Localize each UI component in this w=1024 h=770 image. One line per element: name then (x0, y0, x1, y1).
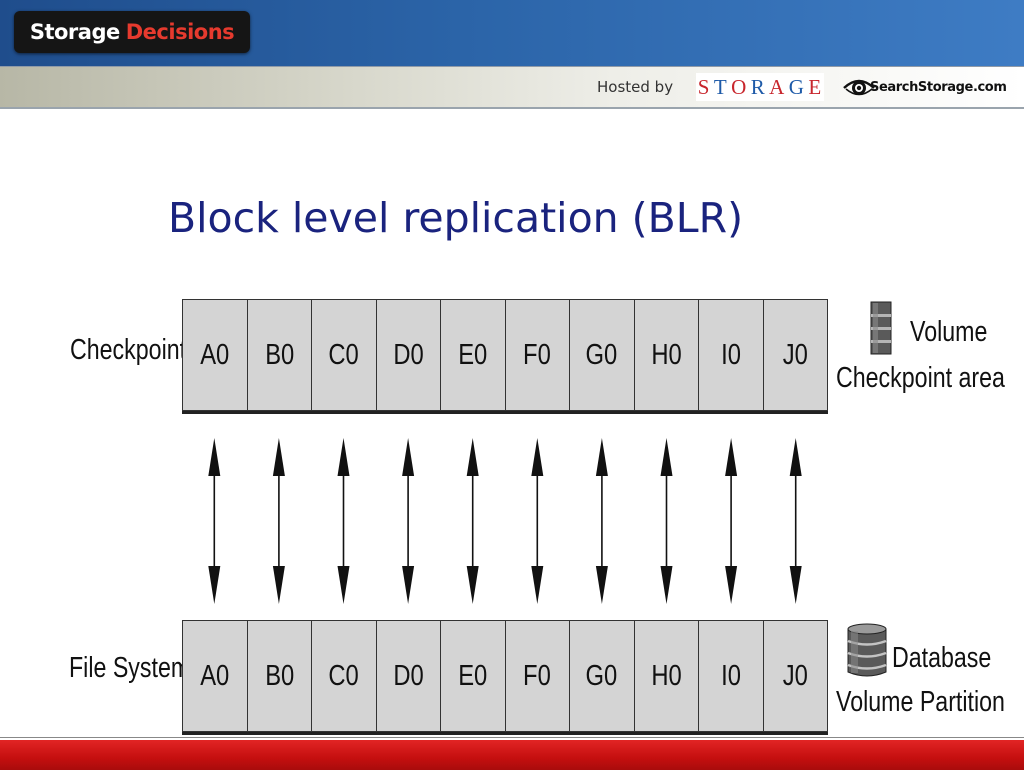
brand-word-storage: Storage (29, 20, 120, 44)
file-system-block: B0 (248, 621, 312, 731)
file-system-blocks-row: A0 B0 C0 D0 E0 F0 G0 H0 I0 J0 (182, 620, 828, 732)
file-system-label: File System (69, 652, 191, 684)
checkpoint-block: B0 (248, 300, 312, 410)
replication-arrow (466, 438, 479, 604)
storage-letter: R (750, 74, 766, 99)
database-icon (847, 623, 887, 677)
database-legend-line2: Volume Partition (836, 686, 1005, 718)
searchstorage-logo: SearchStorage.com (842, 72, 1007, 102)
replication-arrow (595, 438, 608, 604)
volume-legend-line2: Checkpoint area (836, 362, 1005, 394)
file-system-block: G0 (570, 621, 635, 731)
checkpoint-block: H0 (635, 300, 699, 410)
replication-arrow (660, 438, 673, 604)
storage-letter: A (769, 74, 786, 99)
header-bar: Storage Decisions (0, 0, 1024, 66)
replication-arrow (402, 438, 415, 604)
footer-bar (0, 738, 1024, 770)
hosted-by-text: Hosted by (597, 78, 674, 96)
checkpoint-block: C0 (312, 300, 377, 410)
file-system-block: E0 (441, 621, 506, 731)
storage-letter: G (788, 74, 805, 99)
replication-arrows (208, 438, 802, 604)
file-system-block: D0 (377, 621, 441, 731)
checkpoint-block: D0 (377, 300, 441, 410)
checkpoint-block: J0 (782, 338, 808, 371)
storage-decisions-logo: Storage Decisions (14, 11, 250, 53)
file-system-block: J0 (782, 659, 808, 692)
checkpoint-label: Checkpoint (70, 334, 187, 366)
replication-arrow (531, 438, 544, 604)
slide-title: Block level replication (BLR) (168, 194, 744, 242)
replication-arrow (208, 438, 221, 604)
checkpoint-block: F0 (506, 300, 570, 410)
checkpoint-block: I0 (699, 300, 764, 410)
file-system-block: H0 (635, 621, 699, 731)
volume-icon (870, 301, 892, 355)
checkpoint-block: A0 (183, 300, 248, 410)
file-system-block: F0 (506, 621, 570, 731)
brand-word-decisions: Decisions (125, 20, 235, 44)
storage-letter: T (713, 74, 728, 99)
hosted-by-bar: Hosted by S T O R A G E SearchStorage.co… (0, 66, 1024, 109)
file-system-block: I0 (699, 621, 764, 731)
storage-letter: E (808, 74, 823, 99)
storage-letter: O (731, 74, 748, 99)
storage-magazine-logo: S T O R A G E (696, 73, 824, 101)
file-system-block: C0 (312, 621, 377, 731)
searchstorage-text: SearchStorage.com (870, 79, 1007, 95)
checkpoint-block: G0 (570, 300, 635, 410)
eye-icon (843, 79, 875, 96)
file-system-block: A0 (183, 621, 248, 731)
storage-letter: S (697, 74, 711, 99)
database-legend-line1: Database (892, 642, 992, 674)
replication-arrow (789, 438, 802, 604)
volume-legend-line1: Volume (910, 316, 988, 348)
checkpoint-blocks-row: A0 B0 C0 D0 E0 F0 G0 H0 I0 J0 (182, 299, 828, 411)
replication-arrow (337, 438, 350, 604)
checkpoint-block: E0 (441, 300, 506, 410)
replication-arrow (725, 438, 738, 604)
replication-arrow (272, 438, 285, 604)
